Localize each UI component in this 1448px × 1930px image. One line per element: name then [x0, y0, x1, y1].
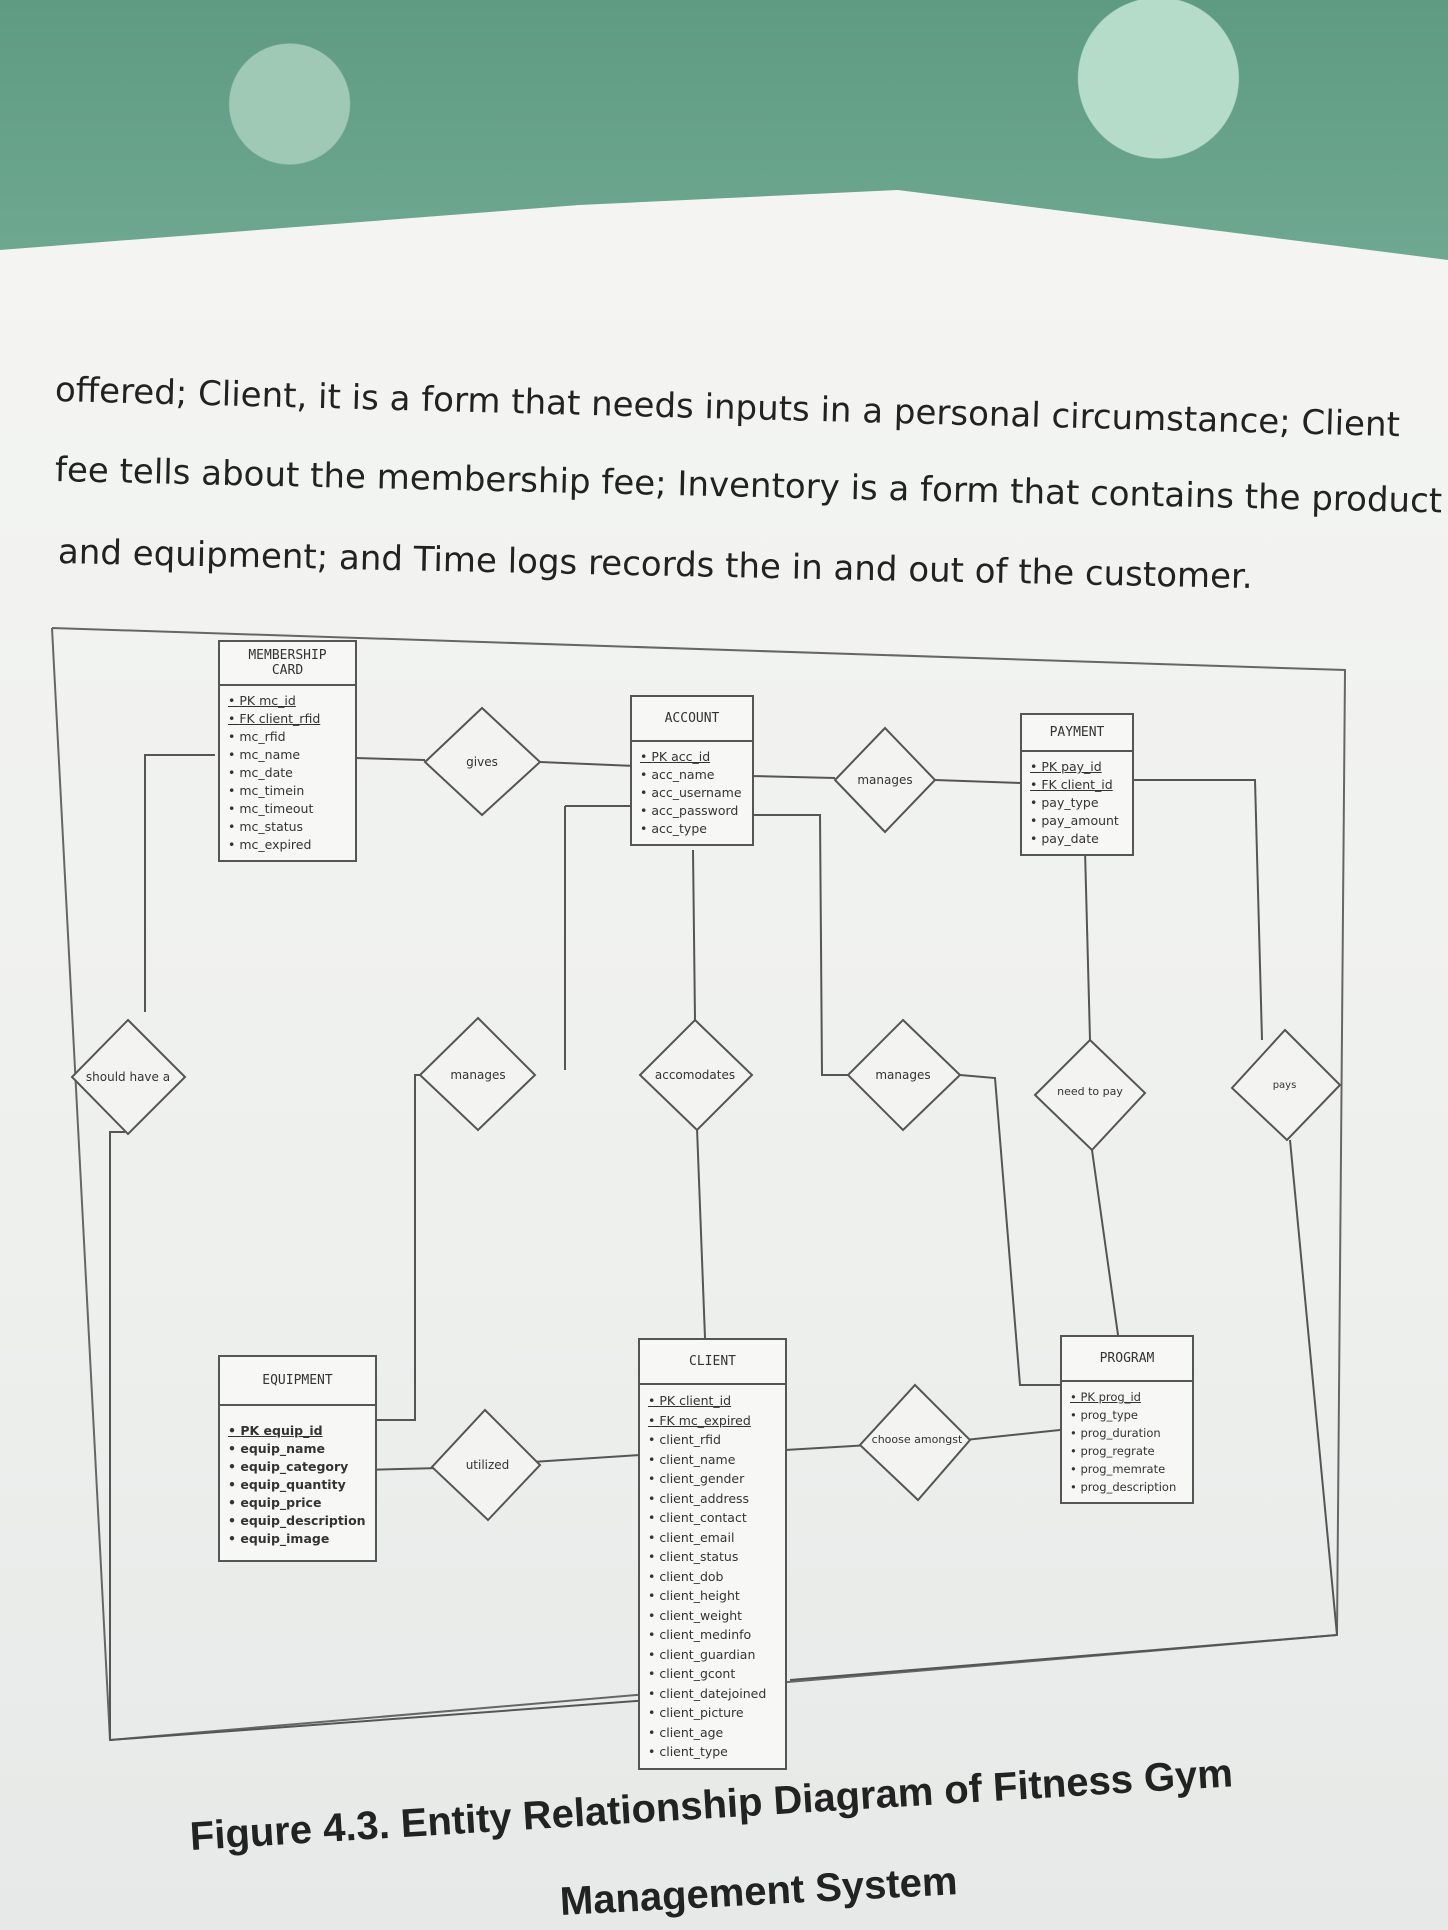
attr-program-4: prog_memrate: [1070, 1460, 1184, 1478]
manages-mid-diamond: [846, 1018, 962, 1132]
entity-account: ACCOUNT PK acc_id acc_name acc_username …: [630, 695, 754, 846]
attr-client-11: client_weight: [648, 1606, 777, 1626]
attr-equipment-4: equip_price: [228, 1494, 367, 1512]
attr-client-0: PK client_id: [648, 1391, 777, 1411]
attr-membership-6: mc_timeout: [228, 800, 347, 818]
attr-membership-0: PK mc_id: [228, 692, 347, 710]
entity-membership-card: MEMBERSHIP CARD PK mc_id FK client_rfid …: [218, 640, 357, 862]
entity-client: CLIENT PK client_id FK mc_expired client…: [638, 1338, 787, 1770]
attr-client-13: client_guardian: [648, 1645, 777, 1665]
rel-need-to-pay-label: need to pay: [1057, 1085, 1123, 1098]
attr-client-5: client_address: [648, 1489, 777, 1509]
attr-membership-2: mc_rfid: [228, 728, 347, 746]
attr-payment-3: pay_amount: [1030, 812, 1124, 830]
manages-top-diamond: [833, 726, 937, 834]
attr-client-8: client_status: [648, 1547, 777, 1567]
attr-program-2: prog_duration: [1070, 1424, 1184, 1442]
attr-client-18: client_type: [648, 1742, 777, 1762]
attr-program-3: prog_regrate: [1070, 1442, 1184, 1460]
attr-membership-5: mc_timein: [228, 782, 347, 800]
payment-title: PAYMENT: [1022, 715, 1132, 752]
attr-account-0: PK acc_id: [640, 748, 744, 766]
manages-left-diamond: [418, 1016, 537, 1132]
attr-program-0: PK prog_id: [1070, 1388, 1184, 1406]
attr-client-14: client_gcont: [648, 1664, 777, 1684]
attr-client-2: client_rfid: [648, 1430, 777, 1450]
need-to-pay-diamond: [1033, 1038, 1147, 1152]
client-title: CLIENT: [640, 1340, 785, 1385]
attr-account-2: acc_username: [640, 784, 744, 802]
attr-account-4: acc_type: [640, 820, 744, 838]
gives-diamond: [423, 706, 542, 817]
rel-gives-label: gives: [466, 755, 498, 769]
attr-account-3: acc_password: [640, 802, 744, 820]
should-have-diamond: [70, 1018, 187, 1136]
attr-payment-0: PK pay_id: [1030, 758, 1124, 776]
attr-membership-4: mc_date: [228, 764, 347, 782]
attr-payment-2: pay_type: [1030, 794, 1124, 812]
attr-client-10: client_height: [648, 1586, 777, 1606]
account-title: ACCOUNT: [632, 697, 752, 742]
rel-pays-label: pays: [1272, 1080, 1297, 1091]
rel-should-have-label: should have a: [85, 1070, 171, 1084]
attr-client-4: client_gender: [648, 1469, 777, 1489]
rel-accomodates-label: accomodates: [654, 1068, 736, 1082]
rel-manages-top-label: manages: [857, 773, 913, 787]
client-attributes: PK client_id FK mc_expired client_rfid c…: [640, 1385, 785, 1768]
attr-membership-3: mc_name: [228, 746, 347, 764]
attr-client-17: client_age: [648, 1723, 777, 1743]
attr-client-3: client_name: [648, 1450, 777, 1470]
attr-equipment-0: PK equip_id: [228, 1422, 367, 1440]
entity-equipment: EQUIPMENT PK equip_id equip_name equip_c…: [218, 1355, 377, 1562]
attr-client-9: client_dob: [648, 1567, 777, 1587]
membership-title-line-1: MEMBERSHIP: [248, 648, 327, 663]
attr-membership-8: mc_expired: [228, 836, 347, 854]
program-attributes: PK prog_id prog_type prog_duration prog_…: [1062, 1382, 1192, 1502]
pays-diamond: [1230, 1028, 1342, 1142]
attr-client-7: client_email: [648, 1528, 777, 1548]
attr-equipment-2: equip_category: [228, 1458, 367, 1476]
attr-equipment-6: equip_image: [228, 1530, 367, 1548]
entity-program: PROGRAM PK prog_id prog_type prog_durati…: [1060, 1335, 1194, 1504]
attr-payment-1: FK client_id: [1030, 776, 1124, 794]
attr-membership-1: FK client_rfid: [228, 710, 347, 728]
rel-choose-label: choose amongst: [871, 1433, 963, 1446]
attr-equipment-5: equip_description: [228, 1512, 367, 1530]
attr-equipment-1: equip_name: [228, 1440, 367, 1458]
attr-payment-4: pay_date: [1030, 830, 1124, 848]
rel-manages-left-label: manages: [450, 1068, 506, 1082]
equipment-attributes: PK equip_id equip_name equip_category eq…: [220, 1406, 375, 1560]
choose-amongst-diamond: [858, 1383, 972, 1502]
attr-program-5: prog_description: [1070, 1478, 1184, 1496]
accomodates-diamond: [638, 1018, 754, 1132]
utilized-diamond: [430, 1408, 542, 1522]
membership-title-line-2: CARD: [271, 663, 304, 678]
program-title: PROGRAM: [1062, 1337, 1192, 1382]
rel-utilized-label: utilized: [465, 1458, 510, 1472]
attr-client-6: client_contact: [648, 1508, 777, 1528]
attr-account-1: acc_name: [640, 766, 744, 784]
attr-program-1: prog_type: [1070, 1406, 1184, 1424]
membership-card-title: MEMBERSHIP CARD: [220, 642, 355, 686]
payment-attributes: PK pay_id FK client_id pay_type pay_amou…: [1022, 752, 1132, 854]
equipment-title: EQUIPMENT: [220, 1357, 375, 1406]
attr-equipment-3: equip_quantity: [228, 1476, 367, 1494]
rel-manages-mid-label: manages: [875, 1068, 931, 1082]
entity-payment: PAYMENT PK pay_id FK client_id pay_type …: [1020, 713, 1134, 856]
membership-attributes: PK mc_id FK client_rfid mc_rfid mc_name …: [220, 686, 355, 860]
attr-client-15: client_datejoined: [648, 1684, 777, 1704]
attr-client-16: client_picture: [648, 1703, 777, 1723]
attr-client-12: client_medinfo: [648, 1625, 777, 1645]
attr-client-1: FK mc_expired: [648, 1411, 777, 1431]
account-attributes: PK acc_id acc_name acc_username acc_pass…: [632, 742, 752, 844]
attr-membership-7: mc_status: [228, 818, 347, 836]
